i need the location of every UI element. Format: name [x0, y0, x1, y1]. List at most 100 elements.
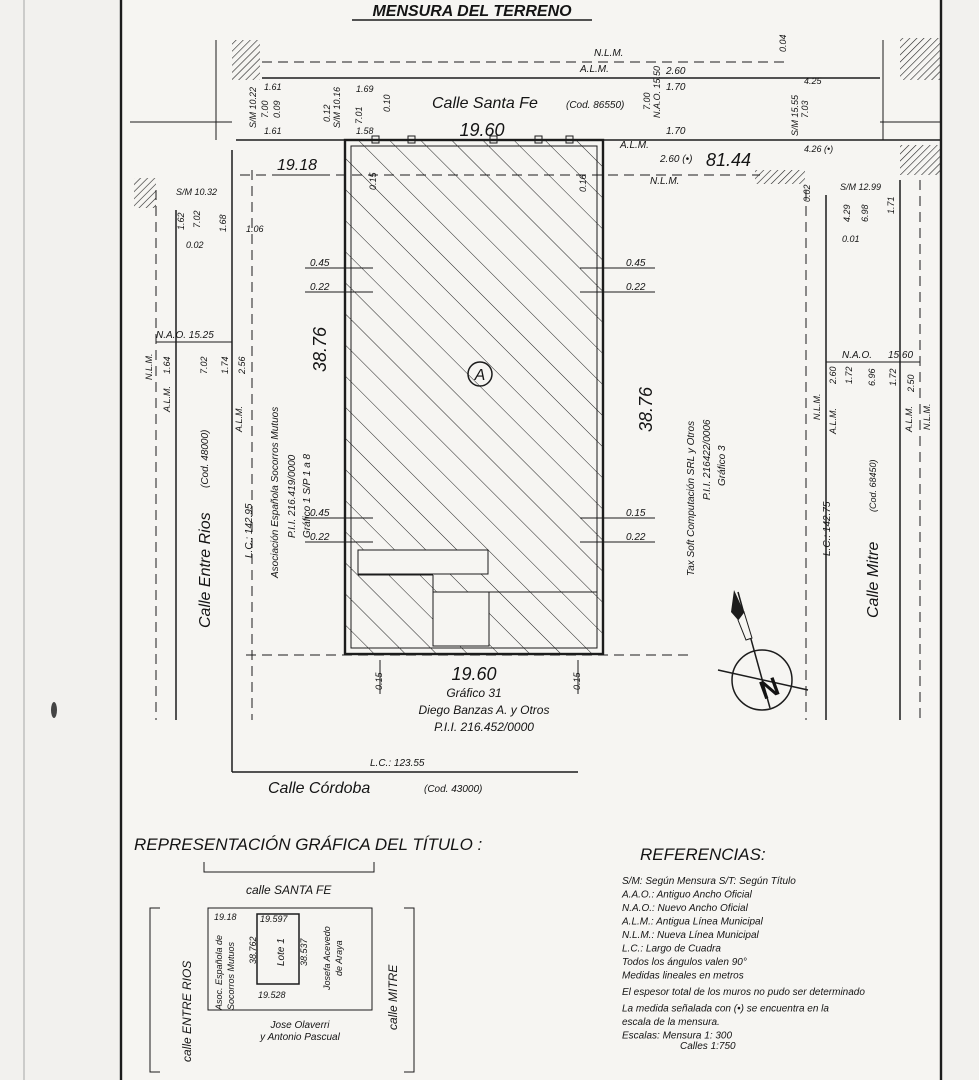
dim-0-22-rt: 0.22	[626, 282, 646, 293]
neighbor-right-name: Tax Soft Computación SRL y Otros	[686, 421, 697, 576]
lot-inner-gap-1	[358, 550, 488, 574]
code-sm-1555: S/M 15.55	[790, 94, 800, 136]
title-street-right: calle MITRE	[386, 964, 400, 1030]
lot-inner-block-1	[357, 549, 489, 575]
neighbor-bottom-graf: Gráfico 31	[446, 686, 501, 700]
reference-line: N.A.O.: Nuevo Ancho Oficial	[622, 903, 749, 914]
street-cordoba: Calle Córdoba	[268, 780, 370, 797]
dim-1-06: 1.06	[246, 224, 264, 234]
title-plot-outer	[207, 907, 373, 1011]
dim-7-03: 7.03	[800, 100, 810, 118]
dim-0-45-rt: 0.45	[626, 258, 646, 269]
title-bracket-right	[404, 907, 415, 1073]
dim-0-15-rb: 0.15	[626, 508, 646, 519]
wall-marker	[371, 135, 380, 144]
code-sm-1022: S/M 10.22	[248, 87, 258, 128]
code-nlm-top: N.L.M.	[594, 48, 623, 59]
code-alm-left: A.L.M.	[162, 386, 172, 413]
dim-4-26: 4.26 (•)	[804, 144, 833, 154]
lot-inner-gap-2	[433, 592, 489, 646]
dim-1-61-top: 1.61	[264, 82, 282, 92]
reference-line: Calles 1:750	[680, 1041, 736, 1052]
reference-line: La medida señalada con (•) se encuentra …	[622, 1004, 829, 1015]
dim-bottom-width: 19.60	[451, 664, 496, 684]
dim-depth-right: 38.76	[636, 386, 656, 432]
code-nlm-right-2: N.L.M.	[922, 403, 932, 430]
dim-0-09: 0.09	[272, 100, 282, 118]
title-d-38537: 38.537	[299, 937, 309, 966]
code-nao-mitre-val: 15.60	[888, 350, 913, 361]
dim-0-15-bl: 0.15	[374, 671, 384, 690]
dim-7-00-left: 7.00	[260, 100, 270, 118]
street-santa-fe-code: (Cod. 86550)	[566, 100, 624, 111]
title-bracket-top	[203, 862, 375, 873]
title-section-heading: REPRESENTACIÓN GRÁFICA DEL TÍTULO :	[134, 835, 483, 854]
reference-line: Escalas: Mensura 1: 300	[622, 1031, 732, 1042]
code-sm-1032: S/M 10.32	[176, 187, 217, 197]
dim-top-width: 19.60	[459, 120, 504, 140]
wall-marker	[489, 135, 498, 144]
dim-0-15-br: 0.15	[572, 671, 582, 690]
dim-4-25: 4.25	[804, 76, 823, 86]
code-nao-1550: N.A.O. 15.50	[652, 66, 662, 118]
title-bracket-left	[149, 907, 160, 1073]
street-santa-fe: Calle Santa Fe	[432, 95, 538, 112]
dim-0-16-top-right: 0.16	[578, 174, 588, 192]
dim-left-corner: 19.18	[277, 157, 317, 174]
title-owner-right-2: de Araya	[334, 940, 344, 976]
corner-block-e	[900, 145, 940, 175]
dim-0-15-top-left: 0.15	[368, 171, 378, 190]
title-lote-label: Lote 1	[276, 938, 287, 966]
dim-1-71: 1.71	[886, 196, 896, 214]
reference-line: El espesor total de los muros no pudo se…	[622, 987, 865, 998]
reference-line: Medidas lineales en metros	[622, 971, 744, 982]
title-d-19528: 19.528	[258, 990, 286, 1000]
street-entre-rios: Calle Entre Rios	[197, 512, 214, 628]
dim-1-70-bot: 1.70	[666, 126, 686, 137]
street-entre-rios-code: (Cod. 48000)	[200, 430, 211, 488]
dim-0-22-lt: 0.22	[310, 282, 330, 293]
reference-line: A.A.O.: Antiguo Ancho Oficial	[621, 890, 753, 901]
dim-0-01: 0.01	[842, 234, 860, 244]
dim-0-22-lb: 0.22	[310, 532, 330, 543]
neighbor-left-pii: P.I.I. 216.419/0000	[287, 454, 298, 538]
dim-4-29: 4.29	[842, 204, 852, 222]
code-nao-mitre: N.A.O.	[842, 350, 872, 361]
dim-6-96: 6.96	[867, 368, 877, 386]
dim-0-02-right: 0.02	[802, 184, 812, 202]
neighbor-right-pii: P.I.I. 216422/0006	[702, 419, 713, 500]
dim-7-01: 7.01	[354, 106, 364, 124]
dim-0-10: 0.10	[382, 94, 392, 112]
street-mitre-code: (Cod. 68450)	[868, 459, 878, 512]
code-alm-right-2: A.L.M.	[904, 406, 914, 433]
dim-2-50: 2.50	[906, 374, 916, 393]
street-cordoba-code: (Cod. 43000)	[424, 784, 482, 795]
neighbor-bottom-name: Diego Banzas A. y Otros	[419, 703, 550, 717]
dim-1-70-top: 1.70	[666, 82, 686, 93]
punch-mark	[51, 702, 57, 718]
code-nlm-mid: N.L.M.	[650, 176, 679, 187]
lot-a-inner-wall	[350, 145, 598, 649]
dim-1-72-a: 1.72	[844, 366, 854, 384]
dim-1-68: 1.68	[218, 214, 228, 232]
dim-depth-left: 38.76	[310, 326, 330, 372]
dim-7-02-top: 7.02	[192, 210, 202, 228]
title-street-left: calle ENTRE RIOS	[180, 961, 194, 1062]
title-owner-right-1: Josefa Acevedo	[322, 926, 332, 991]
references-heading: REFERENCIAS:	[640, 845, 766, 864]
street-mitre: Calle Mitre	[865, 541, 882, 618]
dim-1-61-bot: 1.61	[264, 126, 282, 136]
wall-marker	[407, 135, 416, 144]
title-owner-bottom-1: Jose Olaverri	[270, 1020, 331, 1031]
title-owner-left-1: Asoc. Española de	[214, 935, 224, 1011]
dim-7-00-right: 7.00	[642, 92, 652, 110]
dim-1-62: 1.62	[176, 212, 186, 230]
dim-0-45-lb: 0.45	[310, 508, 330, 519]
dim-right-total-prefix: 2.60 (•)	[659, 154, 692, 165]
dim-1-69: 1.69	[356, 84, 374, 94]
code-sm-1016: S/M 10.16	[332, 87, 342, 128]
code-nlm-left: N.L.M.	[144, 353, 154, 380]
lot-a-hatch	[345, 140, 603, 654]
dim-7-02-mid: 7.02	[199, 356, 209, 374]
